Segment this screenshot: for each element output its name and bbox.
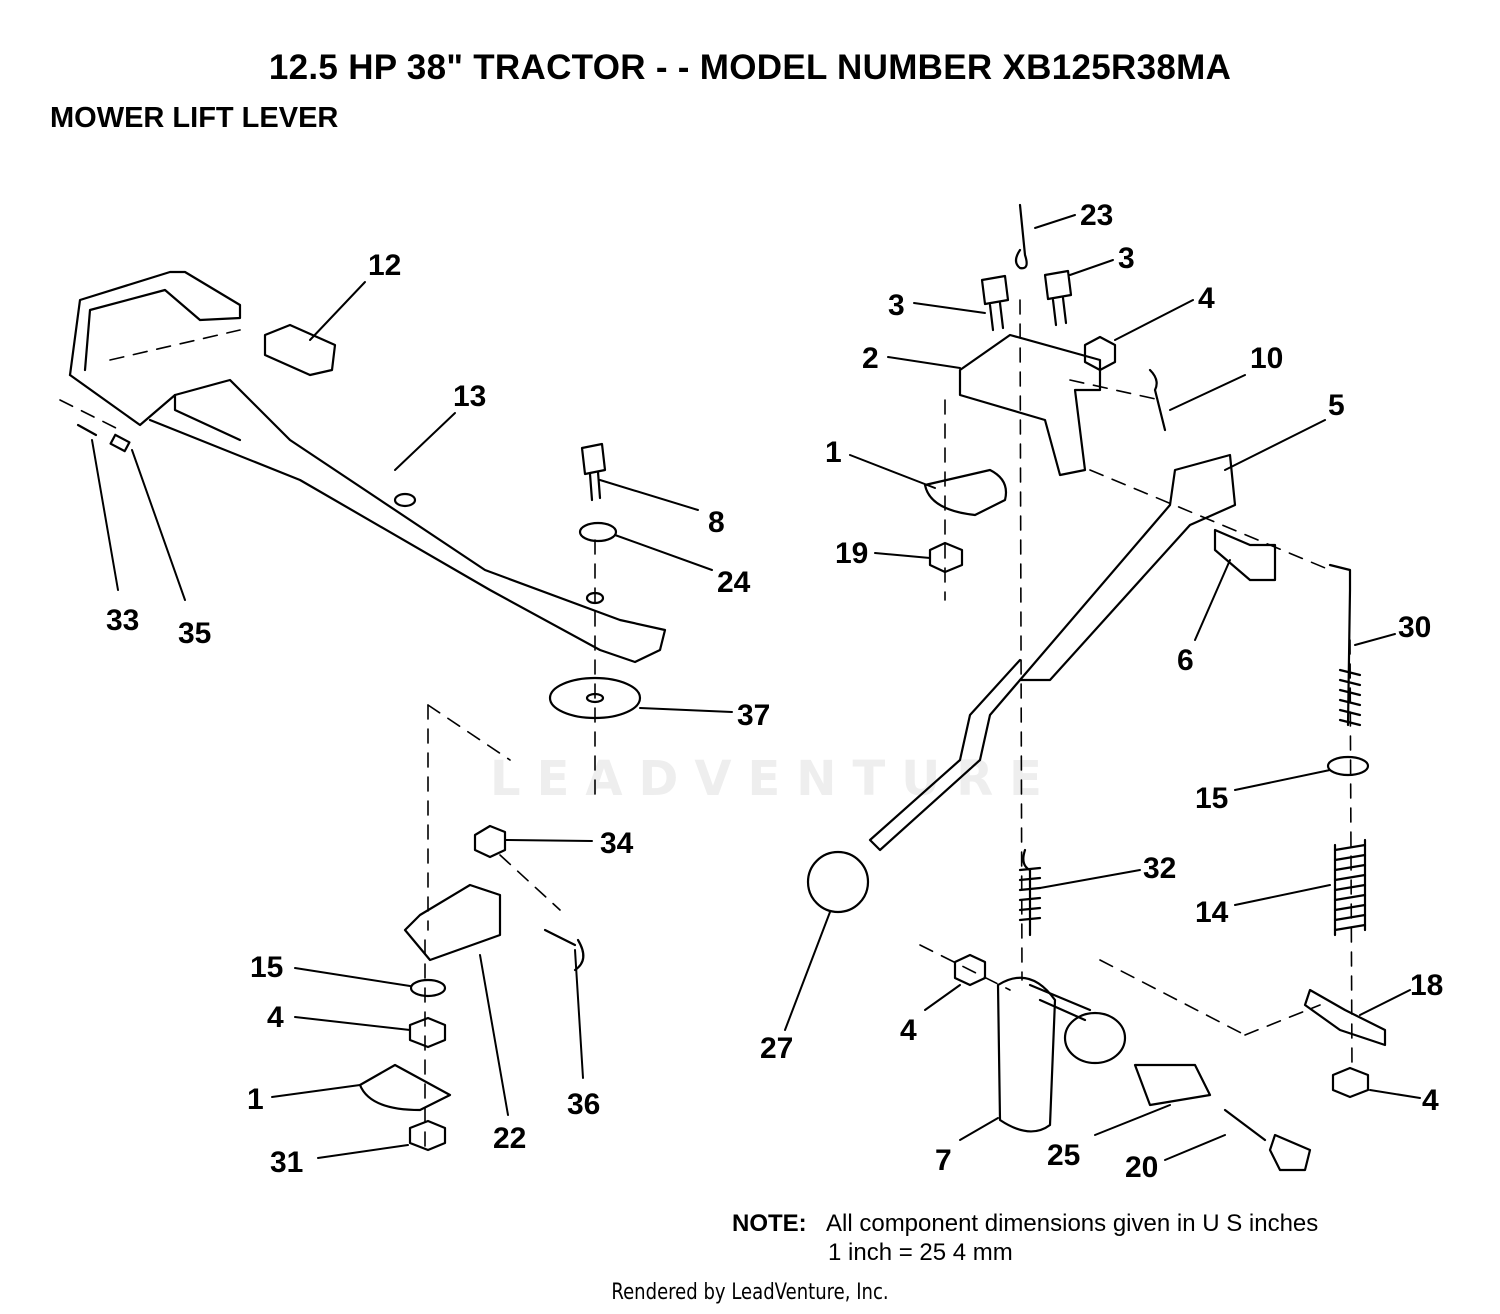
spring-14 <box>1333 838 1367 937</box>
callout-13: 13 <box>453 380 486 413</box>
nut-34 <box>473 824 507 859</box>
callout-4-center: 4 <box>900 1014 917 1047</box>
callouts: 23 3 3 4 2 10 5 1 19 6 30 15 32 14 27 18… <box>106 199 1443 1184</box>
nut-19 <box>928 541 964 574</box>
callout-19: 19 <box>835 537 868 570</box>
callout-32: 32 <box>1143 852 1176 885</box>
nut-4-right <box>1331 1066 1370 1099</box>
callout-3-left: 3 <box>888 289 905 322</box>
clip-1-right <box>923 468 1008 517</box>
washer-37 <box>548 676 642 720</box>
bracket-22 <box>403 883 502 962</box>
callout-2: 2 <box>862 342 879 375</box>
callout-10: 10 <box>1250 342 1283 375</box>
lift-lever-13 <box>68 270 667 664</box>
callout-35: 35 <box>178 617 211 650</box>
knob-27 <box>806 850 870 914</box>
bolt-8 <box>580 442 607 502</box>
washer-24 <box>578 521 618 543</box>
callout-4-left: 4 <box>267 1001 284 1034</box>
note-line-1: All component dimensions given in U S in… <box>826 1210 1319 1237</box>
callout-4-right: 4 <box>1422 1084 1439 1117</box>
callout-15-right: 15 <box>1195 782 1228 815</box>
pivot-7 <box>1063 1011 1127 1065</box>
callout-22: 22 <box>493 1122 526 1155</box>
callout-37: 37 <box>737 699 770 732</box>
clip-1-left <box>358 1063 452 1112</box>
callout-12: 12 <box>368 249 401 282</box>
dimensions-note: NOTE: All component dimensions given in U… <box>732 1209 1318 1267</box>
callout-8: 8 <box>708 506 725 539</box>
footer-credit: Rendered by LeadVenture, Inc. <box>611 1280 889 1305</box>
bolt-6 <box>1213 528 1277 582</box>
callout-15-left: 15 <box>250 951 283 984</box>
lever-arm-5 <box>1018 453 1237 682</box>
nut-4-center <box>953 953 987 987</box>
pin-35 <box>109 433 131 453</box>
note-label: NOTE: <box>732 1210 807 1237</box>
nut-31 <box>408 1119 447 1152</box>
lever-plate-7 <box>996 976 1057 1133</box>
bolt-3-left <box>980 274 1010 332</box>
callout-31: 31 <box>270 1146 303 1179</box>
grip-12 <box>263 323 337 377</box>
callout-34: 34 <box>600 827 634 860</box>
leader-lines <box>91 214 1421 1161</box>
cotter-pin-23 <box>1014 203 1028 270</box>
tube-25 <box>1133 1063 1212 1107</box>
callout-20: 20 <box>1125 1151 1158 1184</box>
callout-5: 5 <box>1328 389 1345 422</box>
bracket-2 <box>958 333 1102 477</box>
callout-1-right: 1 <box>825 436 842 469</box>
section-title: MOWER LIFT LEVER <box>50 102 339 134</box>
washer-15-left <box>409 978 447 998</box>
rod-30 <box>1328 563 1352 727</box>
callout-18: 18 <box>1410 969 1443 1002</box>
carriage-bolt-36 <box>543 928 585 972</box>
callout-14: 14 <box>1195 896 1229 929</box>
spring-32 <box>1018 848 1042 937</box>
nut-4-left <box>408 1016 447 1049</box>
callout-33: 33 <box>106 604 139 637</box>
bolt-20 <box>1223 1108 1312 1172</box>
washer-15-right <box>1326 755 1370 777</box>
callout-6: 6 <box>1177 644 1194 677</box>
callout-36: 36 <box>567 1088 600 1121</box>
callout-4-top: 4 <box>1198 282 1215 315</box>
pivot-18 <box>1303 988 1387 1047</box>
callout-1-left: 1 <box>247 1083 264 1116</box>
diagram-title: 12.5 HP 38" TRACTOR - - MODEL NUMBER XB1… <box>268 48 1232 87</box>
cotter-pin-10 <box>1148 368 1167 432</box>
watermark: LEADVENTURE <box>490 751 1058 807</box>
pin-33 <box>76 423 98 437</box>
callout-7: 7 <box>935 1144 952 1177</box>
nut-4-top <box>1083 335 1117 372</box>
assembly-lines <box>59 299 1353 1151</box>
callout-3-right: 3 <box>1118 242 1135 275</box>
callout-30: 30 <box>1398 611 1431 644</box>
bolt-3-right <box>1043 269 1073 327</box>
callout-23: 23 <box>1080 199 1113 232</box>
note-line-2: 1 inch = 25 4 mm <box>828 1239 1013 1266</box>
callout-25: 25 <box>1047 1139 1080 1172</box>
callout-24: 24 <box>717 566 751 599</box>
callout-27: 27 <box>760 1032 793 1065</box>
